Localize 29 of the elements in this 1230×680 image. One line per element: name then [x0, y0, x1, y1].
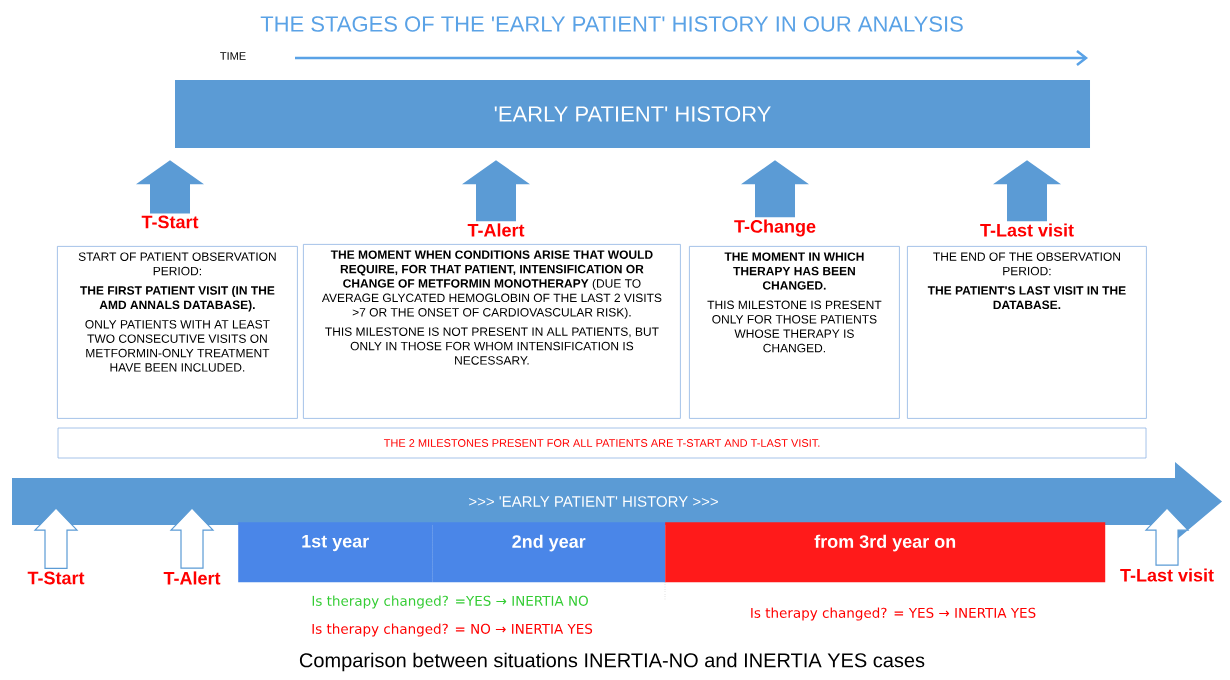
milestone-label: T-Alert: [163, 571, 221, 585]
block-arrow: [462, 160, 530, 222]
period-bar: from 3rd year on: [665, 522, 1106, 583]
milestone-box: T-Alert THE MOMENT WHEN CONDITIONS ARISE THAT WOULD REQUIRE, FOR THAT PATIENT, INTENSIFICATION OR CHANGE OF METFORMIN MONOTHERAPY (DUE TO AVERAGE GLYCATED HEMOGLOBIN OF THE LAST 2 VISITS >7 OR THE ONSET OF CARDIOVASCULAR RISK). THIS MILESTONE IS NOT PRESENT IN ALL PATIENTS, BUT ONLY IN THOSE FOR WHOM INTENSIFICATION IS NECESSARY.: [303, 223, 681, 419]
axis-label: TIME: [220, 52, 246, 60]
milestone-label: T-Last visit: [1120, 568, 1214, 582]
period-bar: 1st year: [238, 522, 433, 583]
block-arrow: [1144, 507, 1190, 566]
milestone-box: T-Start START OF PATIENT OBSERVATION PERIOD: THE FIRST PATIENT VISIT (IN THE AMD ANNALS DATABASE). ONLY PATIENTS WITH AT LEAST TWO CONSECUTIVE VISITS ON METFORMIN-ONLY TREATMENT HAVE BEEN INCLUDED.: [57, 215, 298, 419]
history-band: 'EARLY PATIENT' HISTORY: [175, 80, 1090, 148]
node-label: T-Change: [734, 219, 816, 237]
milestone-label: T-Start: [27, 571, 85, 585]
milestone-box: T-Last visit THE END OF THE OBSERVATION PERIOD: THE PATIENT'S LAST VISIT IN THE DATABASE.: [907, 223, 1147, 419]
node-label: T-Last visit: [980, 223, 1074, 237]
note-box: THE 2 MILESTONES PRESENT FOR ALL PATIENTS ARE T-START AND T-LAST VISIT.: [57, 427, 1147, 459]
milestone-box: T-Change THE MOMENT IN WHICH THERAPY HAS BEEN CHANGED. THIS MILESTONE IS PRESENT ONLY FOR THOSE PATIENTS WHOSE THERAPY IS CHANGED.: [689, 219, 900, 419]
block-arrow: [169, 507, 215, 569]
block-arrow: [993, 160, 1061, 222]
node-label: T-Start: [141, 215, 199, 229]
result-text: Is therapy changed? =YES → INERTIA NO: [312, 595, 588, 609]
node-label: T-Alert: [467, 223, 525, 237]
block-arrow: [33, 507, 79, 570]
caption: Comparison between situations INERTIA-NO and INERTIA YES cases: [299, 652, 925, 672]
block-arrow: [136, 160, 204, 214]
period-bar: 2nd year: [432, 522, 666, 583]
result-text: Is therapy changed? = NO → INERTIA YES: [312, 623, 593, 637]
title: THE STAGES OF THE 'EARLY PATIENT' HISTORY IN OUR ANALYSIS: [260, 16, 963, 32]
result-text: Is therapy changed? = YES → INERTIA YES: [751, 607, 1036, 621]
block-arrow: [741, 160, 809, 218]
